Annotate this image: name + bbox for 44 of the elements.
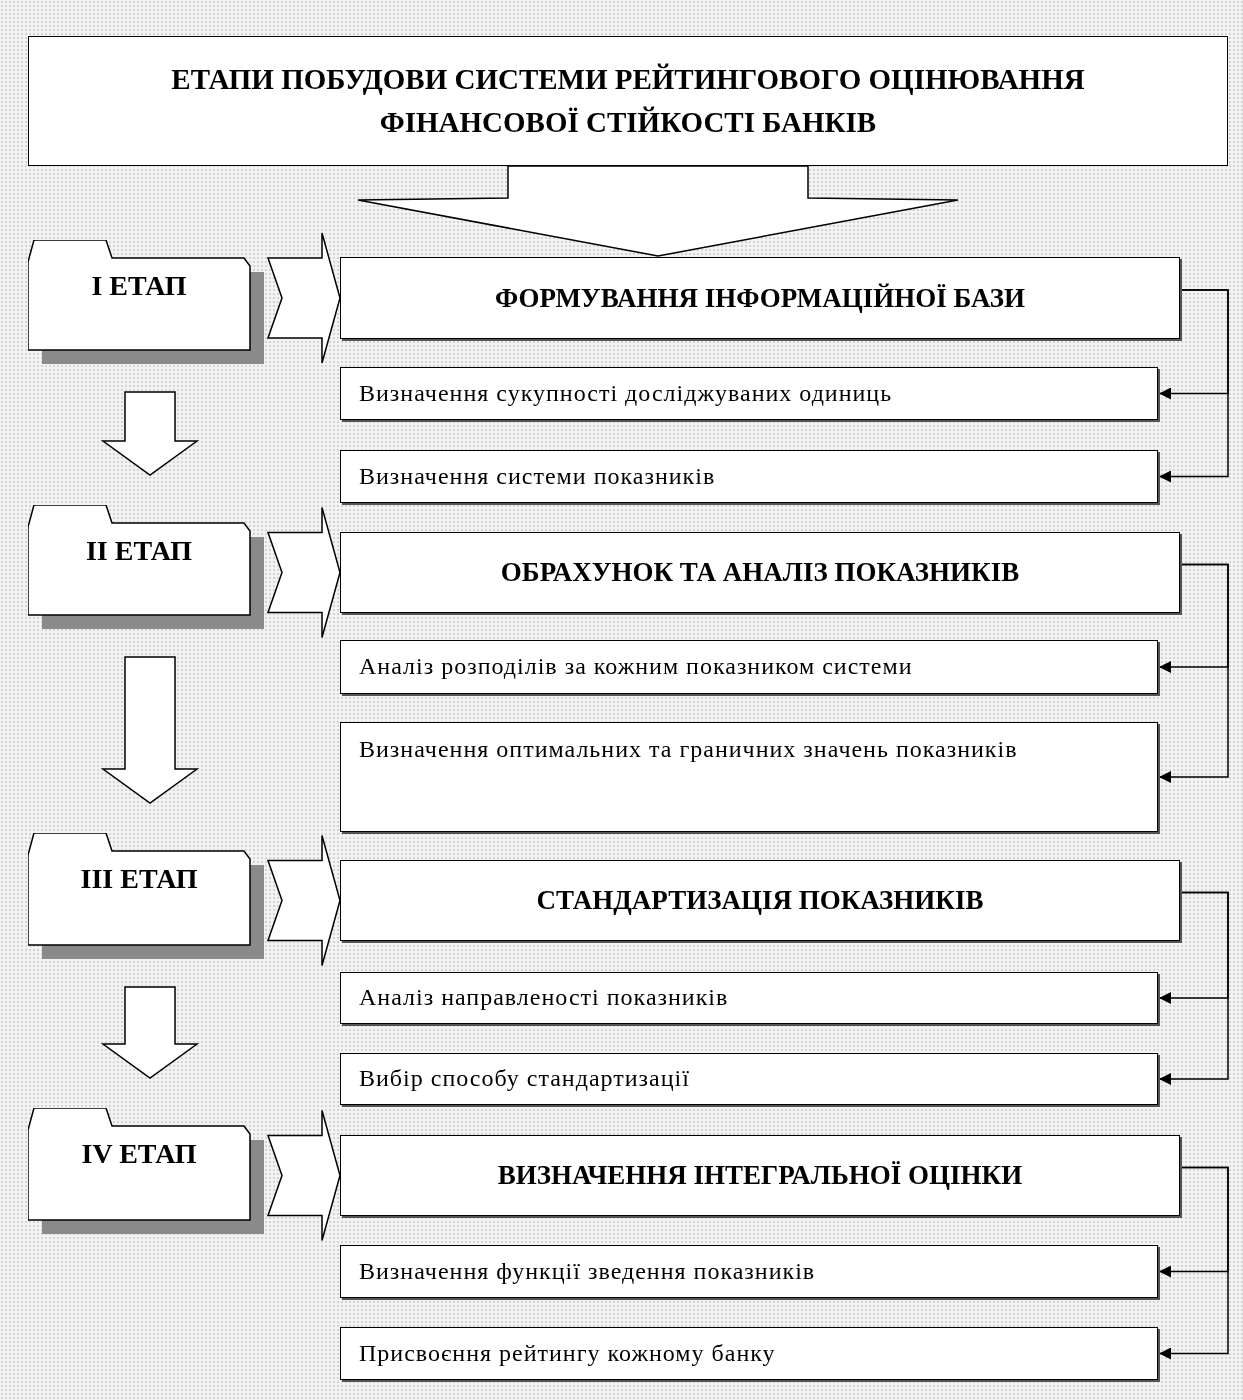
stage-heading-box <box>340 860 1180 941</box>
stage-heading: ФОРМУВАННЯ ІНФОРМАЦІЙНОЇ БАЗИ <box>493 282 1027 314</box>
step-box <box>340 367 1158 420</box>
stage-tab-box <box>28 240 264 364</box>
chevron-arrow <box>266 834 341 967</box>
step-box <box>340 1245 1158 1298</box>
step-text: Присвоєння рейтингу кожному банку <box>359 1338 777 1368</box>
step-text: Визначення системи показників <box>359 461 717 491</box>
stage-tab-box <box>28 833 264 959</box>
connector-arrow <box>1158 563 1229 783</box>
title-text: ЕТАПИ ПОБУДОВИ СИСТЕМИ РЕЙТИНГОВОГО ОЦІНЮВАННЯ ФІНАНСОВОЇ СТІЙКОСТІ БАНКІВ <box>170 61 1086 140</box>
title-box <box>28 36 1228 166</box>
connector-arrow <box>1158 891 1229 1085</box>
connector-arrow <box>1158 289 1229 483</box>
stage-heading: ОБРАХУНОК ТА АНАЛІЗ ПОКАЗНИКІВ <box>499 557 1021 588</box>
step-box <box>340 1327 1158 1380</box>
stage-label: ІІ ЕТАП <box>84 535 194 567</box>
step-box <box>340 722 1158 832</box>
stage-label: ІІІ ЕТАП <box>79 863 199 895</box>
stage-heading-box <box>340 532 1180 613</box>
connector-arrow <box>1158 1166 1229 1360</box>
step-text: Визначення сукупності досліджуваних одиниць <box>359 378 894 408</box>
stage-heading: СТАНДАРТИЗАЦІЯ ПОКАЗНИКІВ <box>535 885 985 916</box>
stage-label: І ЕТАП <box>90 270 188 302</box>
stage-label: IV ЕТАП <box>80 1138 198 1170</box>
step-box <box>340 450 1158 503</box>
step-text: Визначення функції зведення показників <box>359 1256 817 1286</box>
down-arrow <box>100 986 200 1079</box>
step-box <box>340 1053 1158 1105</box>
stage-heading-box <box>340 257 1180 339</box>
step-text: Вибір способу стандартизації <box>359 1064 691 1094</box>
step-text: Визначення оптимальних та граничних значень показників <box>359 735 1019 764</box>
stage-tab-box <box>28 505 264 629</box>
stage-tab-box <box>28 1108 264 1234</box>
down-arrow <box>100 391 200 476</box>
step-text: Аналіз розподілів за кожним показником системи <box>359 652 914 682</box>
step-box <box>340 972 1158 1024</box>
down-arrow <box>100 656 200 804</box>
stage-heading-box <box>340 1135 1180 1216</box>
chevron-arrow <box>266 232 341 364</box>
step-box <box>340 640 1158 694</box>
block-arrow <box>357 165 959 257</box>
step-text: Аналіз направленості показників <box>359 983 730 1013</box>
stage-heading: ВИЗНАЧЕННЯ ІНТЕГРАЛЬНОЇ ОЦІНКИ <box>496 1160 1024 1191</box>
